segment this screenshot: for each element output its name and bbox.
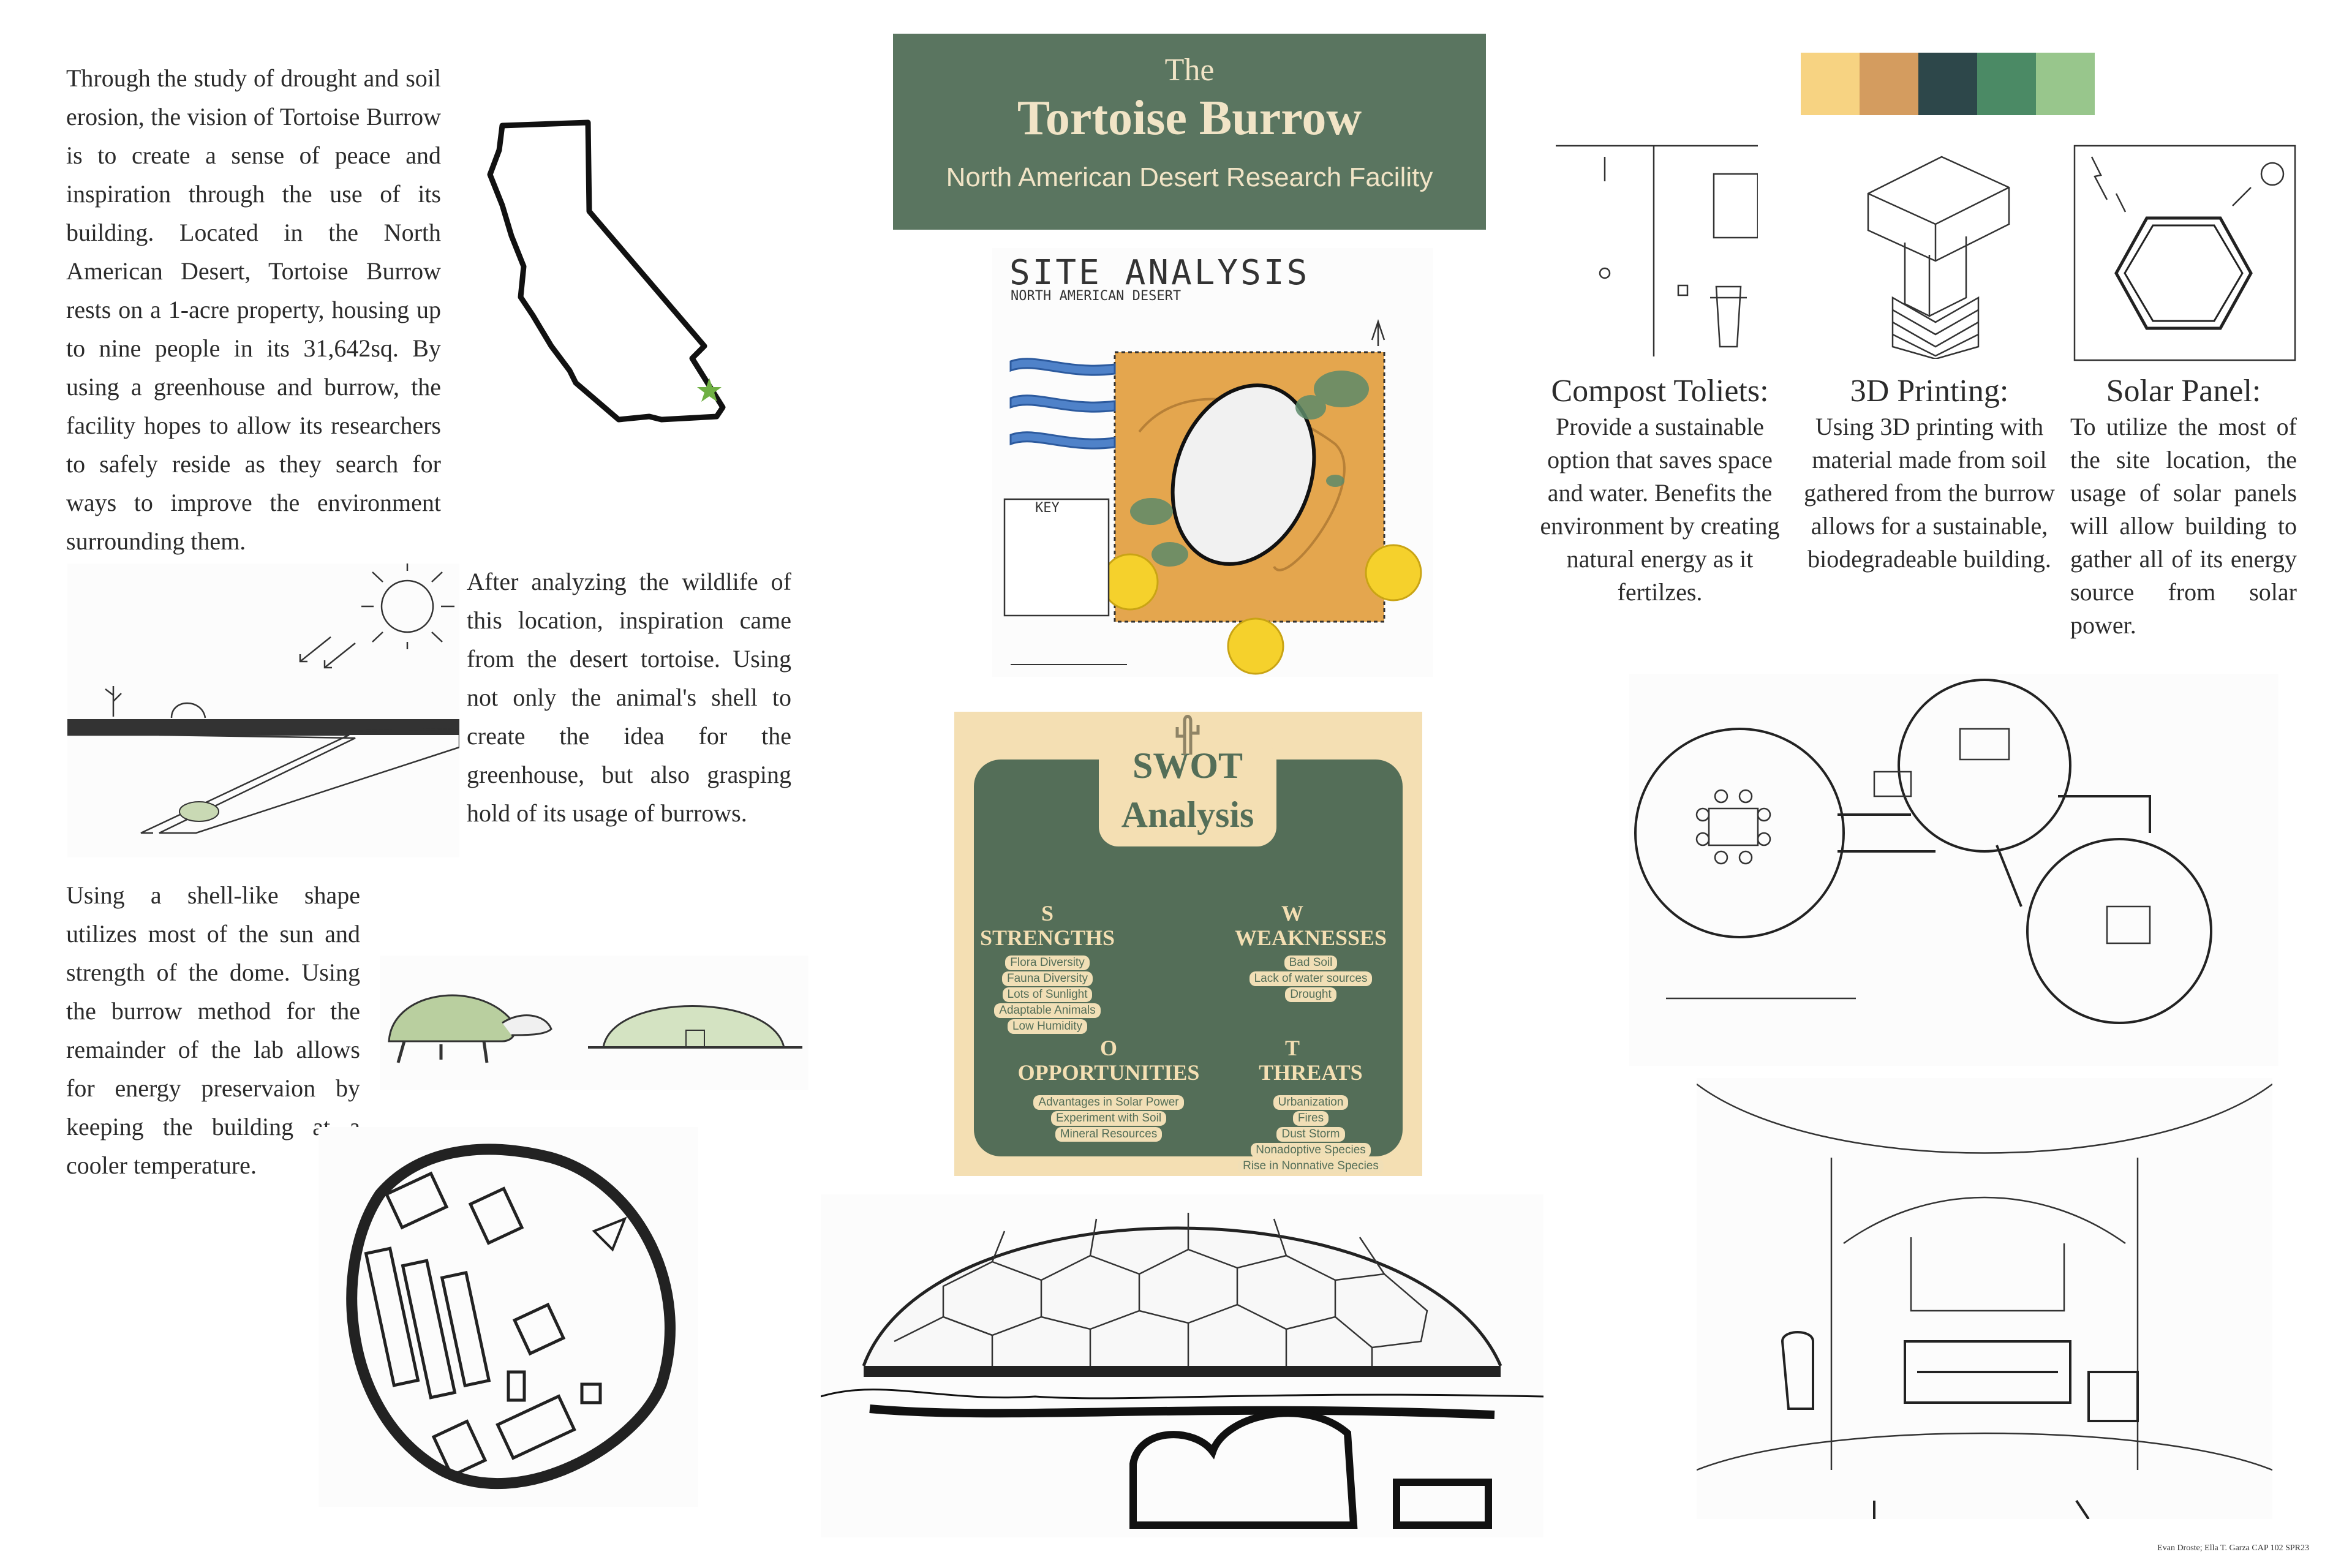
site-key-title: KEY — [1035, 500, 1060, 516]
solar-panel-sketch — [2073, 145, 2297, 365]
strength-item: Lots of Sunlight — [1002, 987, 1093, 1002]
opportunities-letter: O — [1099, 1036, 1117, 1060]
palette-swatch-2 — [1860, 53, 1918, 115]
site-analysis-heading: SITE ANALYSIS — [1009, 253, 1310, 293]
weakness-item: Bad Soil — [1284, 956, 1338, 970]
threats-heading: THREATS — [1259, 1060, 1363, 1085]
threat-item: Fires — [1292, 1111, 1329, 1126]
california-map — [478, 113, 760, 444]
3d-printing-sketch — [1856, 145, 2040, 359]
strength-item: Adaptable Animals — [994, 1003, 1101, 1018]
feature-title: 3D Printing: — [1850, 374, 2009, 409]
feature-text: To utilize the most of the site location… — [2070, 413, 2297, 639]
weaknesses-letter: W — [1281, 901, 1303, 925]
swot-title-line1: SWOT — [1132, 745, 1243, 786]
threats-letter: T — [1284, 1036, 1300, 1060]
shell-floor-plan — [318, 1127, 698, 1507]
strengths-heading: STRENGTHS — [979, 925, 1115, 950]
floor-plan — [1629, 674, 2278, 1066]
interior-perspective — [1697, 1078, 2272, 1519]
burrow-section-sketch — [67, 564, 459, 858]
strength-item: Low Humidity — [1007, 1019, 1088, 1034]
feature-3d-printing: 3D Printing: Using 3D printing with mate… — [1795, 372, 2064, 576]
palette-swatch-1 — [1801, 53, 1860, 115]
palette-swatch-4 — [1977, 53, 2036, 115]
intro-paragraph: Through the study of drought and soil er… — [66, 64, 441, 555]
strength-item: Fauna Diversity — [1002, 971, 1093, 986]
tortoise-dome-sketch — [380, 956, 809, 1090]
credit-line: Evan Droste; Ella T. Garza CAP 102 SPR23 — [2157, 1544, 2309, 1553]
palette-swatch-3 — [1918, 53, 1977, 115]
weaknesses-heading: WEAKNESSES — [1234, 925, 1387, 950]
site-analysis-subheading: NORTH AMERICAN DESERT — [1011, 288, 1182, 304]
inspiration-paragraph: After analyzing the wildlife of this loc… — [467, 568, 791, 827]
feature-text: Provide a sustainable option that saves … — [1540, 413, 1780, 606]
dome-section-drawing — [821, 1194, 1544, 1537]
strengths-list: Flora Diversity Fauna Diversity Lots of … — [974, 954, 1121, 1035]
threat-item: Dust Storm — [1276, 1127, 1345, 1142]
threat-item: Rise in Nonnative Species — [1238, 1159, 1384, 1174]
feature-title: Solar Panel: — [2106, 374, 2261, 409]
threats-list: Urbanization Fires Dust Storm Nonadoptiv… — [1219, 1094, 1403, 1175]
swot-analysis: S STRENGTHS Flora Diversity Fauna Divers… — [954, 712, 1422, 1176]
weaknesses-list: Bad Soil Lack of water sources Drought — [1219, 954, 1403, 1003]
cactus-icon — [1175, 715, 1200, 755]
threat-item: Nonadoptive Species — [1251, 1143, 1371, 1158]
opportunities-heading: OPPORTUNITIES — [1017, 1060, 1200, 1085]
opportunity-item: Mineral Resources — [1055, 1127, 1163, 1142]
swot-title-line2: Analysis — [1121, 794, 1254, 835]
palette-swatch-5 — [2036, 53, 2095, 115]
title-the: The — [1164, 53, 1215, 88]
feature-compost: Compost Toliets: Provide a sustainable o… — [1531, 372, 1789, 609]
threat-item: Urbanization — [1273, 1095, 1349, 1110]
opportunity-item: Advantages in Solar Power — [1033, 1095, 1184, 1110]
weakness-item: Drought — [1285, 987, 1336, 1002]
opportunity-item: Experiment with Soil — [1050, 1111, 1167, 1126]
compost-toilet-sketch — [1556, 145, 1758, 356]
page-title: Tortoise Burrow — [1017, 91, 1362, 145]
title-banner: The Tortoise Burrow North American Deser… — [893, 34, 1486, 230]
feature-text: Using 3D printing with material made fro… — [1804, 413, 2055, 573]
weakness-item: Lack of water sources — [1249, 971, 1373, 986]
shell-paragraph: Using a shell-like shape utilizes most o… — [66, 881, 360, 1179]
strength-item: Flora Diversity — [1005, 956, 1090, 970]
opportunities-list: Advantages in Solar Power Experiment wit… — [998, 1094, 1219, 1143]
feature-title: Compost Toliets: — [1551, 374, 1769, 409]
strengths-letter: S — [1041, 901, 1054, 925]
site-analysis-map: SITE ANALYSIS NORTH AMERICAN DESERT KEY — [992, 248, 1433, 677]
page-subtitle: North American Desert Research Facility — [946, 162, 1433, 192]
swot-title: SWOT Analysis — [1099, 741, 1276, 846]
feature-solar: Solar Panel: To utilize the most of the … — [2070, 372, 2297, 642]
